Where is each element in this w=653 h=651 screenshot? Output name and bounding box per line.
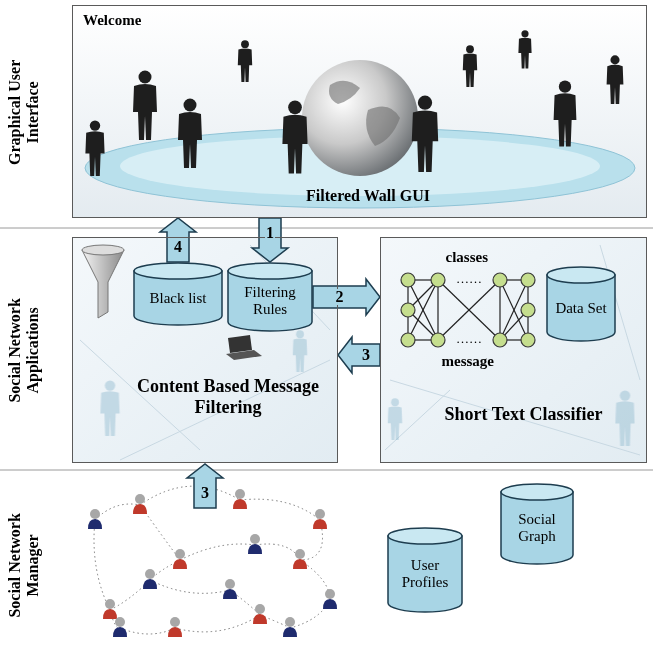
block-arrow [313,279,380,315]
gui-picture [72,5,647,218]
cylinder-body [547,275,615,341]
cylinder-label: Filtering Rules [231,284,309,319]
band-separator [0,228,653,229]
ellipsis-mark: …… [456,272,482,287]
cylinder-label: Data Set [550,300,612,317]
welcome-text: Welcome [83,12,203,29]
panel-box: Content Based Message Filtering Black lis… [72,237,338,463]
block-arrow [338,337,380,373]
cylinder-body [228,271,312,331]
callout-number: 4 [173,239,183,255]
band-separator [0,470,653,471]
graph-label: classes [446,249,489,266]
people-silhouettes [85,30,623,176]
ellipsis-mark: …… [456,332,482,347]
panel-caption: Filtered Wall GUI [288,187,448,205]
database-cylinder: Filtering Rules [227,262,313,332]
cylinder-top [228,263,312,279]
cylinder-top [388,528,462,544]
panel-title: Content Based Message Filtering [128,376,328,417]
cylinder-label-box: Filtering Rules [227,262,313,319]
cylinder-label-box: User Profiles [387,527,463,592]
social-network [88,486,337,637]
continent [329,81,360,104]
laptop-icon [226,335,262,360]
graph-label: message [442,353,495,370]
database-cylinder: Social Graph [500,483,574,565]
cylinder-body [501,492,573,564]
cylinder-top [547,267,615,283]
panel-box: WelcomeFiltered Wall GUI [72,5,647,218]
callout-number: 3 [200,485,210,501]
band-label: Graphical User Interface [6,37,43,187]
panel-grounds [72,237,647,463]
globe [302,60,418,176]
database-cylinder: Data Set [546,266,616,342]
database-cylinder: Black list [133,262,223,326]
cylinder-label-box: Data Set [546,266,616,317]
database-cylinder: User Profiles [387,527,463,613]
funnel-icon [82,245,124,318]
cylinder-label-box: Social Graph [500,483,574,546]
cylinder-label: User Profiles [391,557,459,592]
panel-title: Short Text Classifier [406,404,641,425]
block-arrow [252,218,288,262]
band-label: Social Network Manager [6,497,43,632]
cylinder-top [501,484,573,500]
callout-number: 2 [335,289,345,305]
callout-number: 3 [361,347,371,363]
cylinder-label: Social Graph [504,511,570,546]
cylinder-label: Black list [137,290,219,307]
continent [366,106,400,146]
block-arrow [187,464,223,508]
cylinder-body [388,536,462,612]
picture-ground [72,5,647,218]
cylinder-top [134,263,222,279]
panel-box: Short Text Classifier Data Set [380,237,647,463]
cylinder-label-box: Black list [133,262,223,307]
block-arrow [160,218,196,262]
band-label: Social Network Applications [6,282,43,417]
callout-number: 1 [265,225,275,241]
